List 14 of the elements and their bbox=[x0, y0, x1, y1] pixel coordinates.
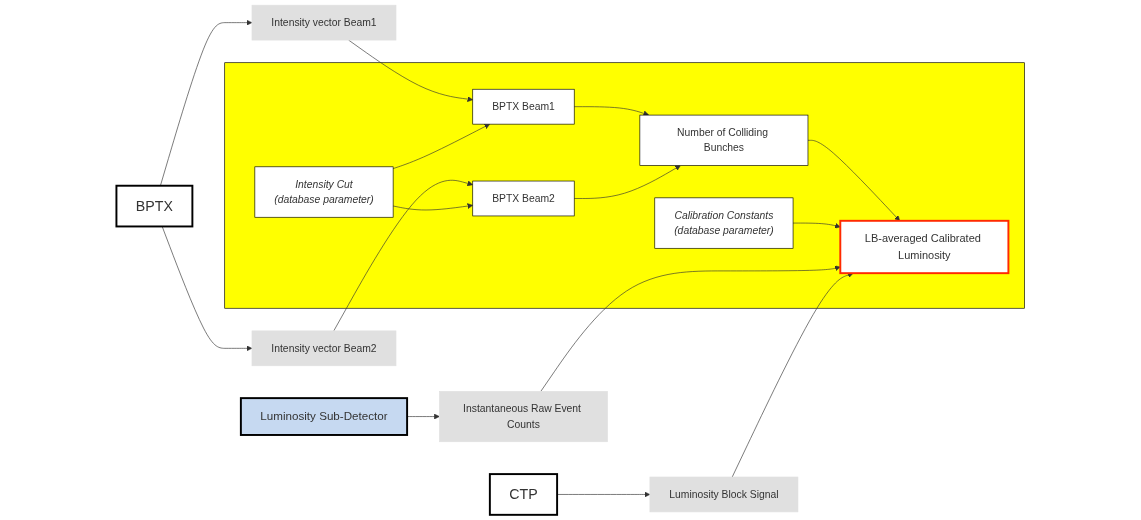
node-box: Intensity Cut (database parameter) bbox=[254, 166, 394, 218]
node-box: CTP bbox=[488, 473, 559, 516]
node-box: Luminosity Sub-Detector bbox=[239, 397, 409, 436]
node-box: BPTX Beam2 bbox=[472, 180, 575, 217]
cluster bbox=[224, 62, 1025, 309]
node-box: BPTX bbox=[115, 184, 194, 228]
node-box: LB-averaged Calibrated Luminosity bbox=[839, 219, 1010, 275]
node-box: Luminosity Block Signal bbox=[649, 476, 799, 513]
node-box: Number of Colliding Bunches bbox=[639, 114, 809, 166]
node-box: Intensity vector Beam1 bbox=[251, 4, 397, 41]
node-box: Instantaneous Raw Event Counts bbox=[439, 391, 608, 443]
node-box: Intensity vector Beam2 bbox=[251, 330, 397, 367]
node-box: Calibration Constants (database parameter) bbox=[654, 197, 794, 249]
node-box: BPTX Beam1 bbox=[472, 88, 575, 125]
